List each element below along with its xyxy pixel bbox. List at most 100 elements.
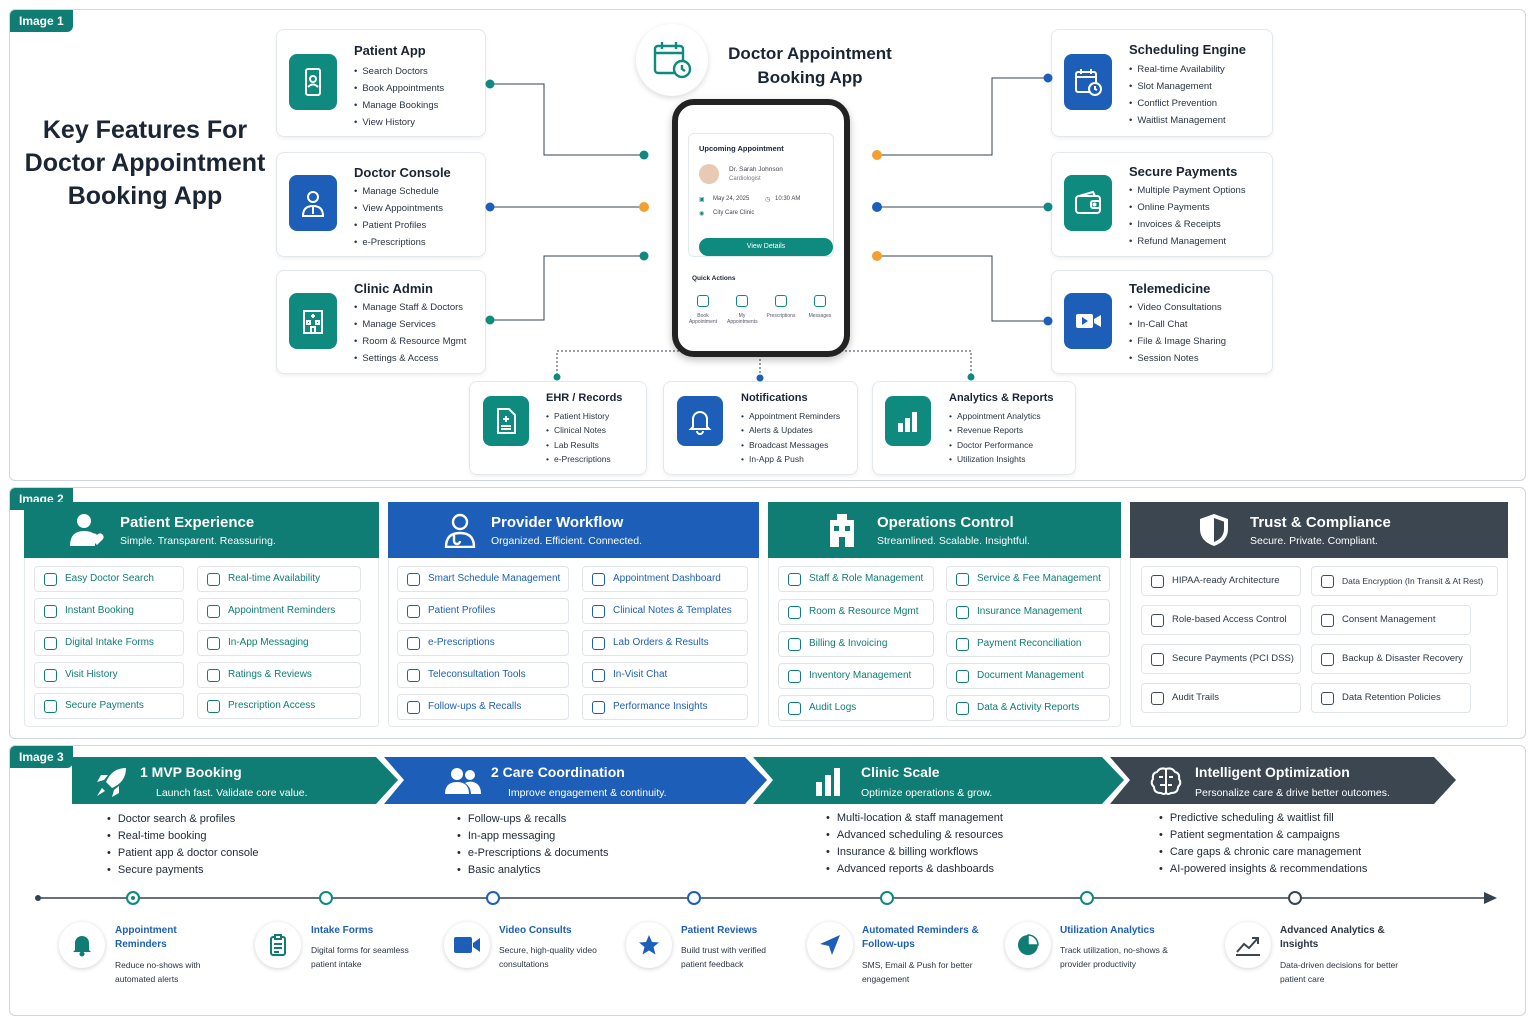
list-item: Multi-location & staff management [826, 810, 1003, 827]
list-item: Real-time Availability [1129, 61, 1226, 78]
feature-pill[interactable]: Secure Payments [34, 693, 184, 719]
timeline-dot [880, 891, 894, 905]
avatar [699, 164, 719, 184]
list-item: In-App & Push [741, 452, 840, 466]
feature-pill[interactable]: Smart Schedule Management [397, 566, 569, 592]
feature-pill[interactable]: Prescription Access [197, 693, 361, 719]
list-item: Manage Schedule [354, 183, 443, 200]
feature-card-patient-app[interactable]: Patient App Search Doctors Book Appointm… [276, 29, 486, 137]
building-icon [830, 514, 854, 547]
payment-card-icon [1151, 653, 1164, 666]
list-item: Waitlist Management [1129, 112, 1225, 129]
list-item: Manage Staff & Doctors [354, 299, 466, 316]
feature-pill[interactable]: Backup & Disaster Recovery [1311, 644, 1471, 674]
feature-pill[interactable]: Document Management [946, 663, 1110, 689]
feature-pill[interactable]: Follow-ups & Recalls [397, 694, 569, 720]
feature-pill[interactable]: In-App Messaging [197, 630, 361, 656]
list-item: Real-time booking [107, 828, 259, 845]
card-list: Appointment Analytics Revenue Reports Do… [949, 409, 1041, 466]
feature-pill[interactable]: Data Retention Policies [1311, 683, 1471, 713]
list-item: Session Notes [1129, 350, 1226, 367]
list-item: Care gaps & chronic care management [1159, 844, 1367, 861]
feature-pill[interactable]: Ratings & Reviews [197, 662, 361, 688]
feature-pill[interactable]: Staff & Role Management [778, 566, 934, 592]
feature-pill[interactable]: Digital Intake Forms [34, 630, 184, 656]
feature-pill[interactable]: Appointment Reminders [197, 598, 361, 624]
history-icon [44, 669, 57, 682]
feature-pill[interactable]: Audit Trails [1141, 683, 1301, 713]
feature-pill[interactable]: Visit History [34, 662, 184, 688]
card-list: Real-time Availability Slot Management C… [1129, 61, 1226, 129]
column-header-trust-compliance: Trust & Compliance Secure. Private. Comp… [1130, 502, 1508, 558]
feature-card-telemedicine[interactable]: Telemedicine Video Consultations In-Call… [1051, 270, 1273, 374]
gauge-icon [592, 701, 605, 714]
list-item: Advanced reports & dashboards [826, 861, 1003, 878]
feature-card-notifications[interactable]: Notifications Appointment Reminders Aler… [663, 381, 858, 475]
feature-pill[interactable]: Clinical Notes & Templates [582, 598, 748, 624]
feature-pill[interactable]: Audit Logs [778, 695, 934, 721]
feature-pill[interactable]: HIPAA-ready Architecture [1141, 566, 1301, 596]
list-item: Refund Management [1129, 233, 1246, 250]
feature-pill[interactable]: Teleconsultation Tools [397, 662, 569, 688]
feature-pill[interactable]: Appointment Dashboard [582, 566, 748, 592]
column-title: Trust & Compliance [1250, 514, 1391, 531]
milestone-title: Utilization Analytics [1060, 925, 1155, 936]
bar-chart-icon [885, 396, 931, 446]
milestone-icon-circle [59, 922, 105, 968]
view-details-button[interactable]: View Details [699, 238, 833, 256]
feature-pill[interactable]: Data Encryption (In Transit & At Rest) [1311, 566, 1498, 596]
card-list: Manage Schedule View Appointments Patien… [354, 183, 443, 251]
timeline-dot [486, 891, 500, 905]
feature-pill[interactable]: Service & Fee Management [946, 566, 1110, 592]
feature-pill[interactable]: Data & Activity Reports [946, 695, 1110, 721]
feature-pill[interactable]: In-Visit Chat [582, 662, 748, 688]
card-title: Doctor Console [354, 165, 451, 180]
list-item: Revenue Reports [949, 423, 1041, 437]
audit-log-icon [788, 702, 801, 715]
feature-pill[interactable]: Instant Booking [34, 598, 184, 624]
prescription-icon [407, 637, 420, 650]
quick-action-my-appointments[interactable]: My Appointments [727, 295, 758, 325]
card-list: Multiple Payment Options Online Payments… [1129, 182, 1246, 250]
feature-pill[interactable]: e-Prescriptions [397, 630, 569, 656]
feature-card-clinic-admin[interactable]: Clinic Admin Manage Staff & Doctors Mana… [276, 270, 486, 374]
milestone-title: Appointment Reminders [115, 925, 177, 950]
feature-pill[interactable]: Insurance Management [946, 599, 1110, 625]
quick-action-book[interactable]: Book Appointment [688, 295, 718, 325]
feature-pill[interactable]: Lab Orders & Results [582, 630, 748, 656]
card-title: Notifications [741, 392, 808, 404]
bar-chart-icon [816, 768, 840, 796]
upcoming-appointment-card[interactable]: Upcoming Appointment Dr. Sarah Johnson C… [688, 133, 834, 257]
feature-pill[interactable]: Patient Profiles [397, 598, 569, 624]
feature-card-secure-payments[interactable]: Secure Payments Multiple Payment Options… [1051, 152, 1273, 257]
feature-pill[interactable]: Role-based Access Control [1141, 605, 1301, 635]
feature-pill[interactable]: Room & Resource Mgmt [778, 599, 934, 625]
timeline-dot [319, 891, 333, 905]
feature-card-scheduling-engine[interactable]: Scheduling Engine Real-time Availability… [1051, 29, 1273, 137]
prescription-icon [207, 700, 220, 713]
feature-card-ehr-records[interactable]: EHR / Records Patient History Clinical N… [469, 381, 647, 475]
phase-title: 2 Care Coordination [491, 764, 625, 780]
list-item: Doctor search & profiles [107, 811, 259, 828]
feature-pill[interactable]: Payment Reconciliation [946, 631, 1110, 657]
column-title: Patient Experience [120, 514, 255, 531]
feature-pill[interactable]: Easy Doctor Search [34, 566, 184, 592]
feature-card-analytics-reports[interactable]: Analytics & Reports Appointment Analytic… [872, 381, 1076, 475]
feature-pill[interactable]: Real-time Availability [197, 566, 361, 592]
feature-pill[interactable]: Consent Management [1311, 605, 1471, 635]
feature-pill[interactable]: Performance Insights [582, 694, 748, 720]
calendar-clock-icon [653, 42, 692, 79]
phase-arrow-intelligent [1110, 757, 1456, 804]
feature-pill[interactable]: Inventory Management [778, 663, 934, 689]
feature-pill[interactable]: Secure Payments (PCI DSS) [1141, 644, 1301, 674]
quick-action-messages[interactable]: Messages [805, 295, 835, 319]
card-list: Video Consultations In-Call Chat File & … [1129, 299, 1226, 367]
quick-action-prescriptions[interactable]: Prescriptions [766, 295, 796, 319]
milestone-desc: Secure, high-quality video consultations [499, 945, 597, 969]
message-icon [207, 637, 220, 650]
user-lock-icon [1151, 614, 1164, 627]
list-item: Lab Results [546, 438, 611, 452]
phase-subtitle: Personalize care & drive better outcomes… [1195, 787, 1390, 799]
feature-pill[interactable]: Billing & Invoicing [778, 631, 934, 657]
feature-card-doctor-console[interactable]: Doctor Console Manage Schedule View Appo… [276, 152, 486, 257]
